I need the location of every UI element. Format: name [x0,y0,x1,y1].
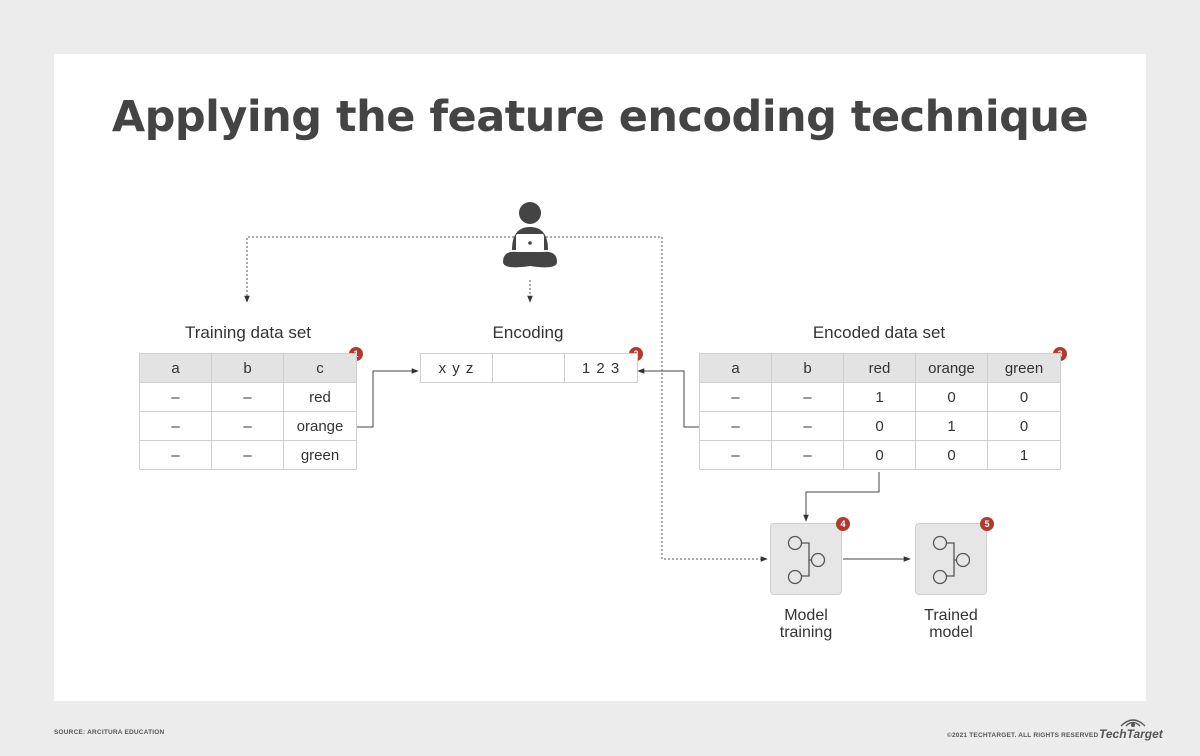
source-credit: SOURCE: ARCITURA EDUCATION [54,729,165,736]
copyright-notice: ©2021 TECHTARGET. ALL RIGHTS RESERVED [947,732,1099,739]
brand-logo: TechTarget [1099,727,1163,741]
column-header: b [771,353,844,383]
connector-encoded-to-model [803,472,880,522]
trained-model-line-1: Trained [924,607,978,624]
table-cell: – [771,382,844,412]
dashed-connector-model [530,236,768,562]
table-cell: green [283,440,357,470]
column-header: green [987,353,1061,383]
encoded-set-label: Encoded data set [812,323,946,342]
training-set-label: Training data set [185,323,311,342]
model-training-line-1: Model [784,607,828,624]
column-header: c [283,353,357,383]
table-cell: – [211,411,284,441]
column-header: b [211,353,284,383]
table-cell: – [211,440,284,470]
table-cell: – [139,382,212,412]
page-title: Applying the feature encoding technique [111,92,1089,142]
encoded-data-table: a b red orange green – – 1 0 0 – – 0 1 0… [699,353,1061,470]
table-row: – – 1 0 0 [699,382,1061,412]
table-cell: – [771,440,844,470]
connector-encoded-to-encoding [637,368,700,428]
table-cell: 1 [915,411,988,441]
encoding-blank-cell [492,353,565,383]
table-row: – – 0 0 1 [699,440,1061,470]
trained-model-label: Trained model [891,607,1011,641]
table-cell: 1 [843,382,916,412]
column-header: a [699,353,772,383]
encoding-label: Encoding [492,323,564,342]
column-header: red [843,353,916,383]
table-cell: – [139,411,212,441]
model-flow-icon [787,535,826,585]
model-training-line-2: training [779,624,833,641]
table-cell: – [211,382,284,412]
model-training-box [770,523,842,595]
trained-model-box [915,523,987,595]
model-flow-icon [932,535,971,585]
table-header-row: a b red orange green [699,353,1061,383]
training-data-table: a b c – – red – – orange – – green [139,353,357,470]
table-row: – – green [139,440,357,470]
table-cell: 0 [843,411,916,441]
brand-logo-icon [1120,719,1146,727]
column-header: orange [915,353,988,383]
table-cell: – [699,411,772,441]
table-cell: red [283,382,357,412]
table-row: – – 0 1 0 [699,411,1061,441]
table-row: – – red [139,382,357,412]
table-cell: 1 [987,440,1061,470]
trained-model-line-2: model [929,624,973,641]
table-header-row: a b c [139,353,357,383]
table-cell: – [699,382,772,412]
table-row: – – orange [139,411,357,441]
table-cell: – [139,440,212,470]
encoding-output-cell: 1 2 3 [564,353,638,383]
step-badge-4: 4 [836,517,850,531]
table-cell: 0 [915,440,988,470]
person-with-laptop-icon [503,202,557,268]
table-cell: – [699,440,772,470]
encoding-table: x y z 1 2 3 [420,353,638,383]
table-cell: orange [283,411,357,441]
table-cell: 0 [987,411,1061,441]
dashed-connector-training [244,236,530,303]
connector-training-to-encoding [356,368,419,428]
table-cell: 0 [915,382,988,412]
step-badge-5: 5 [980,517,994,531]
column-header: a [139,353,212,383]
model-training-label: Model training [746,607,866,641]
table-row: x y z 1 2 3 [420,353,638,383]
table-cell: 0 [843,440,916,470]
table-cell: 0 [987,382,1061,412]
table-cell: – [771,411,844,441]
encoding-input-cell: x y z [420,353,493,383]
